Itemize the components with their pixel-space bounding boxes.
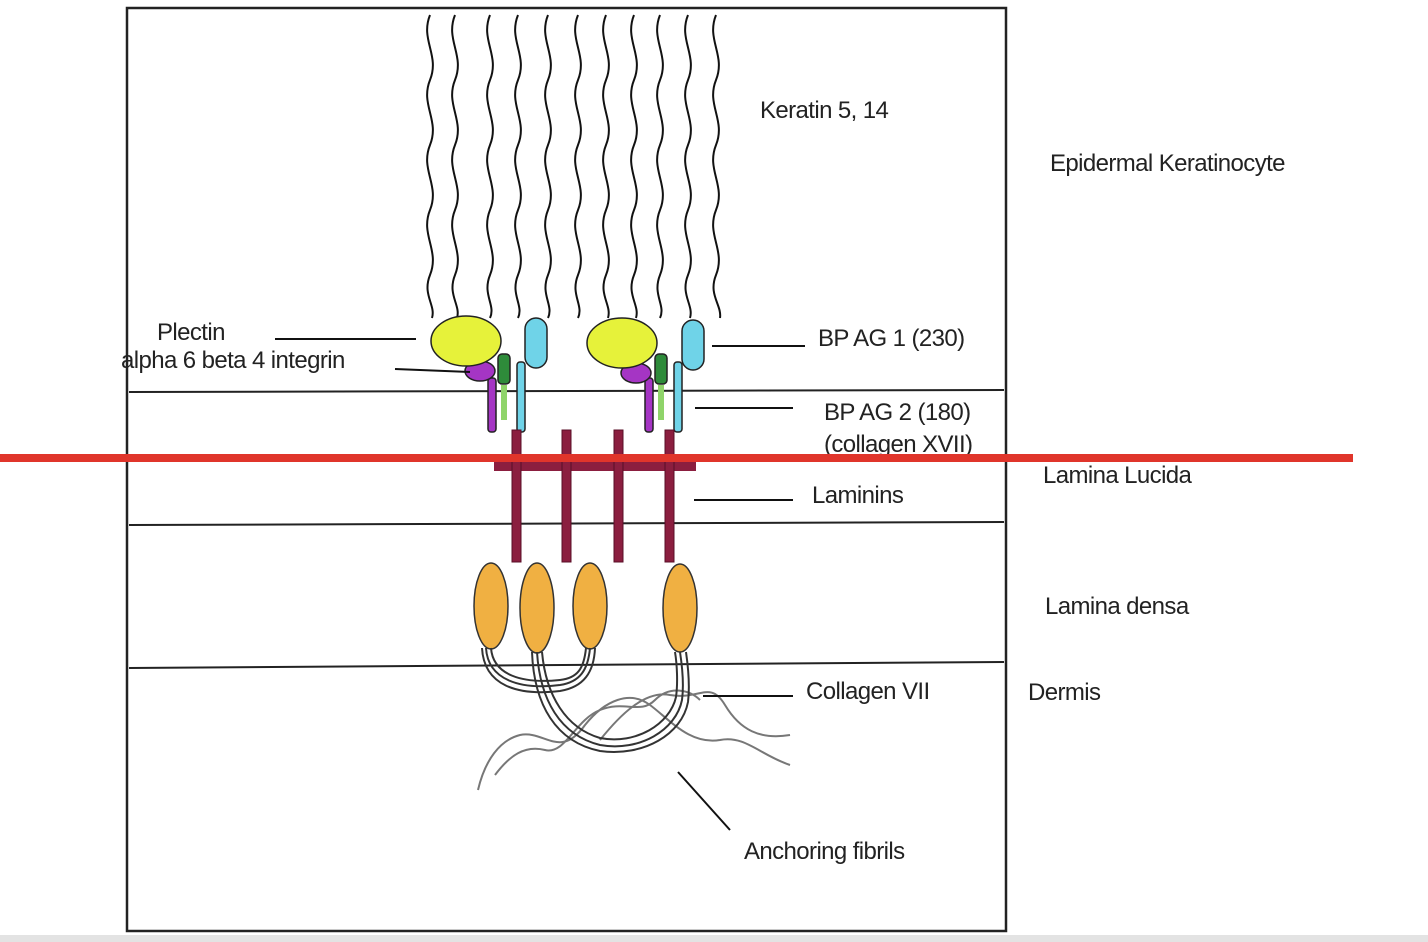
integrin-label: alpha 6 beta 4 integrin xyxy=(121,347,345,374)
lamina-densa-ovals xyxy=(473,562,698,654)
hemidesmosome-left xyxy=(430,315,548,433)
bpag2-sublabel: (collagen XVII) xyxy=(824,431,972,458)
plectin-blob xyxy=(586,317,658,369)
dermis-label: Dermis xyxy=(1028,679,1101,706)
bottom-strip xyxy=(0,935,1428,942)
laminins xyxy=(494,429,696,563)
leader-lines xyxy=(275,338,805,831)
integrin-beta-stalk xyxy=(487,377,497,433)
red-marker-line xyxy=(0,454,1353,462)
laminin-stalk xyxy=(511,429,522,563)
integrin-light-green-stalk xyxy=(501,385,507,420)
lamina-densa-label: Lamina densa xyxy=(1045,593,1190,620)
laminin-stalk xyxy=(664,429,675,563)
integrin-beta-stalk xyxy=(644,377,654,433)
laminin-crossbar xyxy=(494,461,696,471)
collagen-vii-globular-domain xyxy=(519,562,555,654)
anchoring-fibrils xyxy=(477,689,791,791)
plectin-blob xyxy=(430,315,502,367)
bpag2-label: BP AG 2 (180) xyxy=(824,399,971,426)
plasma-membrane-line xyxy=(128,389,1005,393)
integrin-leader xyxy=(394,368,471,373)
integrin-alpha-green xyxy=(497,353,511,385)
collagen-vii-globular-domain xyxy=(572,562,608,650)
laminin-stalk xyxy=(613,429,624,563)
integrin-light-green-stalk xyxy=(658,385,664,420)
collagen-vii-globular-domain xyxy=(473,562,509,650)
bpag1-label: BP AG 1 (230) xyxy=(818,325,965,352)
bpag2-stalk xyxy=(673,361,683,433)
laminins-label: Laminins xyxy=(812,482,904,509)
keratin-label: Keratin 5, 14 xyxy=(760,97,889,124)
anchoring-fibrils-label: Anchoring fibrils xyxy=(744,838,905,865)
collagen7-label: Collagen VII xyxy=(806,678,930,705)
collagen-vii-strands xyxy=(481,647,690,753)
plectin-label: Plectin xyxy=(157,319,225,346)
bpag1-capsule xyxy=(524,317,548,369)
integrin-alpha-green xyxy=(654,353,668,385)
collagen-vii-globular-domain xyxy=(662,563,698,653)
diagram-frame xyxy=(125,6,1008,933)
anchoring-leader xyxy=(677,771,731,831)
bpag1-capsule xyxy=(681,319,705,371)
keratin-filaments xyxy=(426,14,722,319)
laminin-stalk xyxy=(561,429,572,563)
hemidesmosome-right xyxy=(586,317,705,433)
bpag2-stalk xyxy=(516,361,526,433)
lamina-lucida-label: Lamina Lucida xyxy=(1043,462,1193,489)
epidermal-keratinocyte-label: Epidermal Keratinocyte xyxy=(1050,150,1285,177)
lamina-densa-bottom-line xyxy=(128,661,1005,669)
